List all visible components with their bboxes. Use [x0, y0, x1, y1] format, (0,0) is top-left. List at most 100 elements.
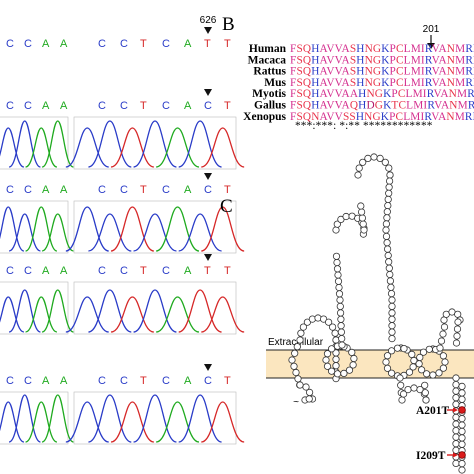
- residue-circle: [388, 315, 396, 323]
- chromatogram-peak: [201, 401, 245, 443]
- base-letter: C: [120, 38, 128, 50]
- trace-frame: [0, 200, 69, 254]
- chromatogram-peak: [133, 289, 177, 333]
- chromatogram-peak: [65, 296, 109, 333]
- residue-circle: [388, 309, 396, 317]
- residue-circle: [305, 395, 313, 403]
- residue-circle: [422, 396, 430, 404]
- residue-circle: [292, 368, 300, 377]
- base-letter: A: [60, 38, 68, 50]
- residue-circle: [398, 396, 406, 404]
- residue-circle: [399, 390, 408, 398]
- chromatogram-peak: [25, 401, 58, 443]
- base-letter: T: [140, 38, 147, 50]
- residue-circle: [323, 350, 332, 358]
- base-letter: C: [120, 100, 128, 112]
- right-arrow-icon: [453, 452, 458, 458]
- residue-circle: [337, 315, 345, 323]
- base-letter: C: [24, 100, 32, 112]
- base-letter: A: [184, 184, 192, 196]
- base-letter: C: [98, 265, 106, 277]
- residue-circle: [453, 332, 461, 340]
- species-label: Mus: [264, 77, 286, 89]
- chromatogram-peak: [8, 120, 41, 168]
- chromatogram-peak: [201, 296, 245, 333]
- residue-circle: [294, 375, 302, 383]
- trace-frame: [0, 391, 69, 445]
- residue-circle: [376, 154, 384, 162]
- conservation-line: ***:***: *:** ************: [295, 120, 433, 132]
- base-letter: C: [6, 100, 14, 112]
- residue-circle: [383, 214, 391, 222]
- residue-circle: [452, 394, 460, 402]
- residue-circle: [396, 374, 404, 382]
- chromatogram-peak: [178, 120, 222, 168]
- chromatogram-peak: [8, 213, 41, 252]
- residue-circle: [296, 336, 304, 344]
- residue-circle: [337, 328, 345, 336]
- chromatogram-peak: [110, 127, 155, 168]
- residue-circle: [358, 214, 366, 222]
- residue-circle: [383, 364, 392, 372]
- chromatogram-peak: [178, 394, 222, 443]
- residue-circle: [299, 323, 307, 331]
- chromatogram-peak: [88, 213, 132, 252]
- residue-circle: [454, 318, 462, 326]
- residue-circle: [293, 343, 301, 351]
- residue-circle: [336, 309, 345, 317]
- chromatogram-peak: [88, 120, 132, 168]
- residue-circle: [354, 171, 362, 179]
- residue-circle: [357, 202, 365, 210]
- alignment-sequence: FSQNAVVSSHNGKPCLMIRVANMRKSI: [290, 111, 474, 123]
- mutation-marker-icon: [204, 89, 212, 96]
- residue-circle: [338, 334, 346, 343]
- residue-circle: [388, 296, 396, 304]
- residue-circle: [397, 381, 405, 389]
- species-label: Human: [249, 43, 287, 55]
- residue-circle: [416, 353, 424, 361]
- residue-circle: [425, 345, 433, 353]
- chromatogram-peak: [133, 394, 177, 443]
- chromatogram-peak: [110, 206, 155, 252]
- residue-circle: [364, 154, 372, 162]
- residue-circle: [387, 283, 395, 291]
- base-letter: T: [224, 38, 231, 50]
- residue-circle: [387, 347, 396, 355]
- base-letter: T: [140, 375, 147, 387]
- base-letter: T: [224, 265, 231, 277]
- residue-circle: [458, 382, 466, 390]
- residue-circle: [388, 328, 396, 336]
- residue-circle: [333, 258, 341, 267]
- species-label: Gallus: [254, 100, 286, 112]
- residue-circle: [452, 413, 460, 421]
- mutated-residue: [458, 406, 466, 414]
- residue-circle: [332, 362, 340, 370]
- base-letter: T: [204, 265, 211, 277]
- n-terminus-mark: ~: [293, 397, 299, 408]
- residue-circle: [335, 283, 343, 292]
- residue-circle: [410, 384, 418, 392]
- residue-circle: [323, 362, 332, 370]
- alignment-sequence: FSQHAVVASHNGKPCLMIRVANMRKSI: [290, 54, 474, 66]
- residue-circle: [439, 330, 447, 338]
- residue-circle: [458, 421, 466, 429]
- species-label: Macaca: [248, 54, 287, 66]
- residue-circle: [385, 183, 393, 191]
- trace-frame: [73, 281, 237, 335]
- down-arrow-icon: [427, 43, 435, 49]
- residue-circle: [419, 348, 428, 356]
- residue-circle: [440, 323, 449, 331]
- base-letter: A: [42, 100, 50, 112]
- base-letter: C: [98, 375, 106, 387]
- chromatogram-peak: [41, 394, 74, 443]
- panel-b-label: B: [222, 14, 235, 35]
- residue-circle: [332, 226, 340, 234]
- chromatogram-peak: [155, 127, 200, 168]
- residue-circle: [439, 364, 447, 372]
- residue-circle: [385, 258, 393, 266]
- base-letter: C: [162, 38, 170, 50]
- residue-circle: [384, 251, 392, 260]
- alignment-sequence: FSQHAVVASHNGKPCLMIRVANMRKSI: [290, 43, 474, 55]
- alignment-sequence: FSQHAVVASHNGKPCLMIRVANMRKSI: [290, 66, 474, 78]
- residue-circle: [291, 349, 299, 357]
